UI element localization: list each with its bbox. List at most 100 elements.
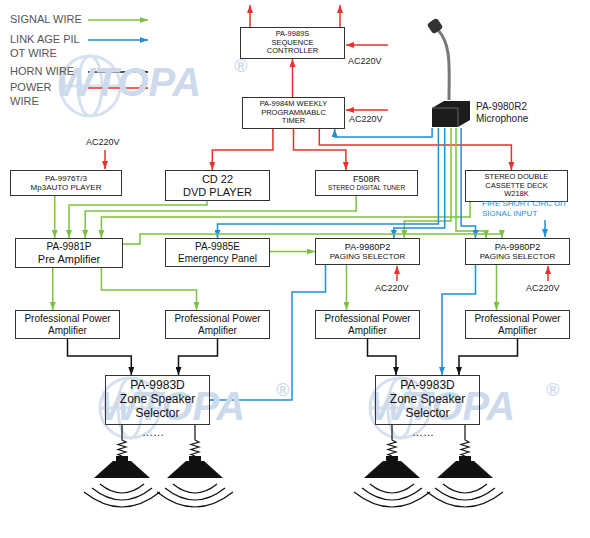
legend-text: SIGNAL WIRE xyxy=(10,13,82,27)
device-box: PA-9976T/3Mp3AUTO PLAYER xyxy=(10,170,122,196)
sound-wave xyxy=(92,488,152,500)
device-name: PAGING SELECTOR xyxy=(330,252,406,261)
microphone: PA-9980R2 Microphone xyxy=(430,100,472,128)
wire xyxy=(68,339,132,375)
wire xyxy=(101,268,196,310)
speaker-wire xyxy=(118,425,126,456)
wire xyxy=(461,128,475,238)
model-number: CD 22 xyxy=(202,173,233,186)
model-number: PA-9989S xyxy=(276,30,310,39)
legend-sample xyxy=(88,19,148,21)
sound-wave xyxy=(84,492,160,507)
wire xyxy=(218,128,439,238)
wire xyxy=(459,339,518,375)
device-box: CD 22DVD PLAYER xyxy=(165,170,270,201)
wire xyxy=(319,129,511,170)
device-box: PA-9980P2PAGING SELECTOR xyxy=(465,238,570,265)
model-number: Professional Power Amplifier xyxy=(472,313,563,336)
power-label: AC220V xyxy=(526,283,560,294)
power-wire xyxy=(249,5,251,27)
watermark: WTOPA xyxy=(56,58,201,106)
model-number: STEREO DOUBLE CASSETTE DECK W218K xyxy=(472,173,561,199)
wire xyxy=(496,265,498,310)
speaker-cone xyxy=(167,461,223,478)
sound-wave xyxy=(427,492,503,507)
device-box: PA-9985EEmergency Panel xyxy=(165,238,270,267)
model-number: PA-9984M WEEKLY xyxy=(260,100,328,109)
wire xyxy=(179,339,218,375)
device-box: F508RSTEREO DIGITAL TUNER xyxy=(315,170,418,196)
pilot-wire xyxy=(544,220,546,237)
wire xyxy=(212,129,273,170)
wire xyxy=(270,252,315,253)
device-label: PA-9980R2 Microphone xyxy=(476,101,558,124)
sound-wave xyxy=(443,484,487,493)
device-name: Zone Speaker Selector xyxy=(112,393,203,421)
model-number: PA-9981P xyxy=(47,241,92,253)
sound-wave xyxy=(362,488,422,500)
mic-base xyxy=(430,100,472,128)
device-name: Pre Amplifier xyxy=(38,253,100,266)
legend-text: LINK AGE PIL OT WIRE xyxy=(10,33,82,61)
device-box: PA-9980P2PAGING SELECTOR xyxy=(315,238,420,265)
mic-head xyxy=(427,18,444,35)
device-name: STEREO DIGITAL TUNER xyxy=(328,184,405,191)
model-number: PA-9976T/3 xyxy=(45,174,87,183)
watermark: ® xyxy=(234,56,247,78)
power-label: …… xyxy=(412,426,434,439)
device-box: STEREO DOUBLE CASSETTE DECK W218K xyxy=(465,170,568,202)
speaker-magnet xyxy=(189,456,201,461)
speaker-cone xyxy=(437,461,493,478)
wire xyxy=(101,202,470,238)
power-wire xyxy=(346,44,388,46)
wire xyxy=(394,128,445,238)
device-name: SEQUENCE CONTROLLER xyxy=(247,39,338,56)
power-label: AC220V xyxy=(348,56,382,67)
model-number: F508R xyxy=(353,174,380,184)
device-box: Professional Power Amplifier xyxy=(165,310,270,339)
device-name: DVD PLAYER xyxy=(183,186,252,199)
wire xyxy=(292,59,294,97)
power-label: AC220V xyxy=(86,137,120,148)
device-box: PA-9989SSEQUENCE CONTROLLER xyxy=(240,27,345,59)
power-label: …… xyxy=(142,426,164,439)
power-label: AC220V xyxy=(375,283,409,294)
sound-wave xyxy=(173,484,217,493)
gooseneck xyxy=(438,30,449,100)
sound-wave xyxy=(100,484,144,493)
legend-text: HORN WIRE xyxy=(10,65,82,79)
power-wire xyxy=(104,150,106,169)
device-box: Professional Power Amplifier xyxy=(15,310,120,339)
wire xyxy=(368,339,397,375)
power-label: AC220V xyxy=(349,114,383,125)
sound-wave xyxy=(435,488,495,500)
legend-text: POWER WIRE xyxy=(10,81,82,109)
watermark: ® xyxy=(546,380,559,402)
speaker-magnet xyxy=(459,456,471,461)
power-wire xyxy=(396,266,398,281)
wire xyxy=(123,234,502,244)
device-name: Zone Speaker Selector xyxy=(382,393,473,421)
watermark: ® xyxy=(276,380,289,402)
wire xyxy=(69,201,207,238)
model-number: Professional Power Amplifier xyxy=(322,313,413,336)
model-number: PA-9985E xyxy=(195,241,240,253)
wire xyxy=(456,128,486,238)
device-name: PROGRAMMABLC TIMER xyxy=(249,109,338,126)
signal-note: FIRE SHORT CIRC UIT SIGNAL INPUT xyxy=(482,199,574,218)
model-number: PA-9983D xyxy=(130,379,184,393)
device-box: PA-9984M WEEKLYPROGRAMMABLC TIMER xyxy=(242,97,345,129)
device-name: PAGING SELECTOR xyxy=(480,252,556,261)
speaker-wire xyxy=(461,425,469,456)
model-number: PA-9980P2 xyxy=(495,242,540,252)
device-box: PA-9983DZone Speaker Selector xyxy=(375,375,480,425)
speaker-wire xyxy=(191,425,199,456)
mic-base xyxy=(432,108,458,127)
sound-wave xyxy=(370,484,414,493)
speaker-magnet xyxy=(116,456,128,461)
device-name: Emergency Panel xyxy=(178,253,257,265)
power-wire xyxy=(547,266,549,281)
model-number: Professional Power Amplifier xyxy=(22,313,113,336)
